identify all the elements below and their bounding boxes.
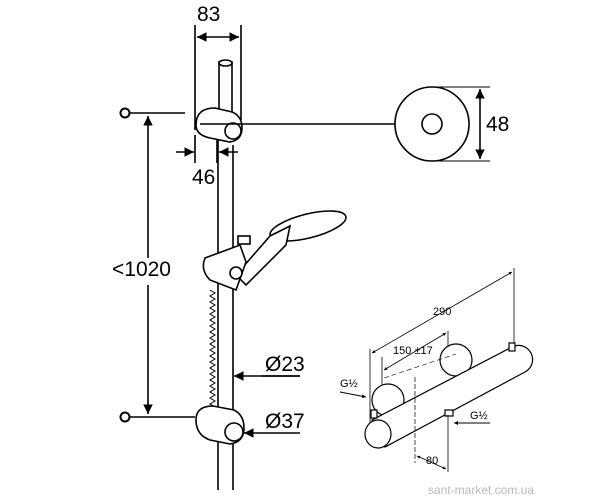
dimension-46 <box>176 135 238 163</box>
wall-flange <box>394 86 490 162</box>
label-d37: Ø37 <box>265 410 305 433</box>
label-1020: <1020 <box>112 258 171 282</box>
label-46: 46 <box>192 166 216 189</box>
hand-shower <box>202 210 347 292</box>
label-g12-left: G½ <box>340 378 358 390</box>
watermark: sant-market.com.ua <box>428 483 535 497</box>
label-48: 48 <box>486 113 510 136</box>
dimension-1020 <box>119 107 195 423</box>
bottom-holder <box>195 405 245 445</box>
label-83: 83 <box>197 3 221 26</box>
top-bracket <box>195 59 243 143</box>
label-150: 150 ±17 <box>393 345 433 357</box>
hose <box>209 289 216 411</box>
thermostat-mixer <box>339 268 534 472</box>
label-g12-outlet: G½ <box>470 410 488 422</box>
label-290: 290 <box>433 306 452 318</box>
dimension-83 <box>194 25 242 130</box>
label-80: 80 <box>426 455 439 467</box>
label-d23: Ø23 <box>265 353 305 376</box>
